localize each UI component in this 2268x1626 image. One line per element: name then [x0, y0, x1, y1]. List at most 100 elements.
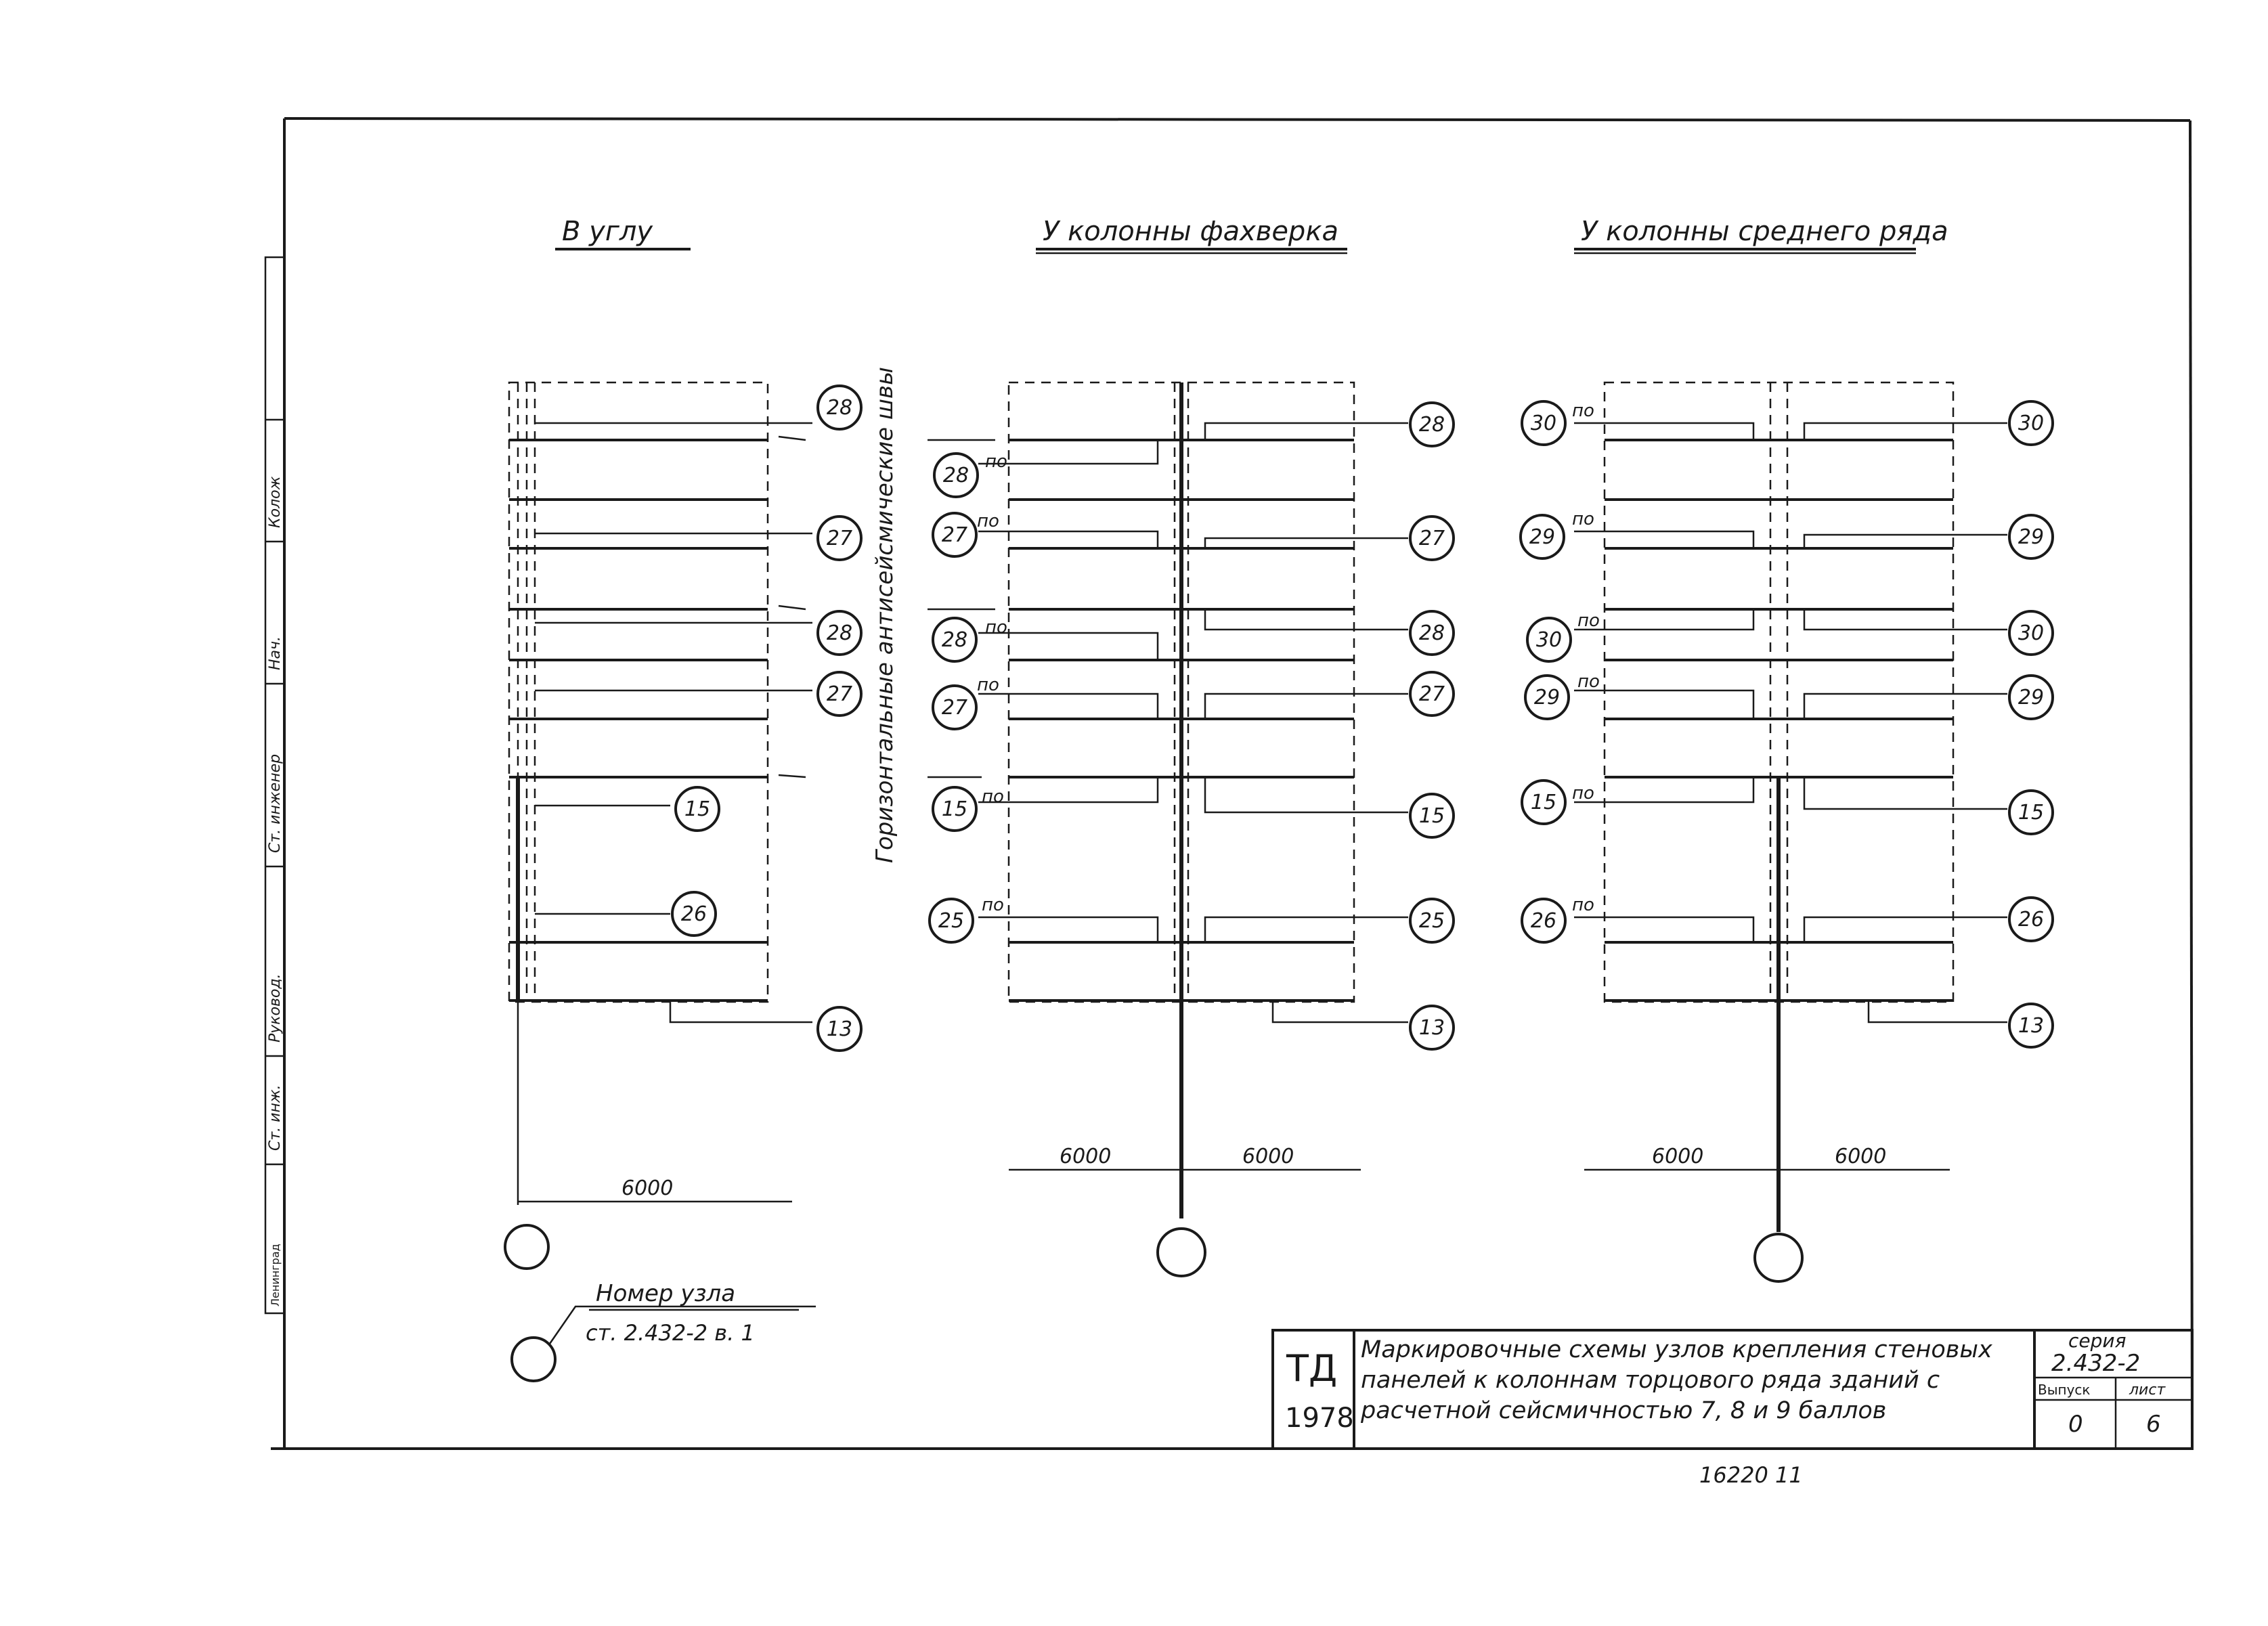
po-label: по	[1577, 611, 1600, 631]
po-label: по	[1572, 783, 1594, 804]
node-bubble: 28	[1409, 401, 1455, 447]
svg-text:15: 15	[684, 797, 710, 821]
svg-text:28: 28	[827, 621, 852, 645]
heading-middle: У колонны среднего ряда	[1581, 216, 1948, 247]
node-bubble: 26	[671, 891, 717, 937]
svg-text:28: 28	[827, 396, 852, 420]
node-bubble: 13	[2008, 1003, 2054, 1049]
po-label: по	[1577, 672, 1600, 692]
svg-text:27: 27	[827, 527, 852, 550]
dimensions: 6000 6000 6000 6000 6000	[621, 1145, 1886, 1200]
node-bubble: 27	[816, 671, 863, 717]
node-bubble: 27	[932, 684, 978, 730]
svg-text:15: 15	[942, 797, 967, 821]
node-bubble: 15	[674, 786, 720, 832]
stamp-role-3: Ст. инженер	[267, 754, 284, 853]
node-bubble: 25	[1409, 898, 1455, 944]
heading-fachwerk: У колонны фахверка	[1043, 216, 1338, 247]
svg-text:27: 27	[1419, 682, 1445, 706]
dim-corner: 6000	[621, 1177, 673, 1200]
node-bubbles: 28 27 28 27 15 26 13 28 27 28 27 15 25 2…	[671, 384, 2054, 1052]
node-bubble: 28	[933, 452, 979, 498]
svg-text:25: 25	[938, 909, 964, 933]
svg-text:30: 30	[2018, 412, 2044, 435]
node-bubble: 27	[932, 512, 978, 558]
legend: Номер узла ст. 2.432-2 в. 1	[510, 1280, 816, 1382]
svg-text:30: 30	[2018, 621, 2044, 645]
sheet-label: лист	[2129, 1382, 2166, 1399]
series-label: серия	[2068, 1330, 2126, 1352]
svg-text:29: 29	[1529, 525, 1555, 549]
sheet-frame	[271, 117, 2194, 1450]
legend-line-2: ст. 2.432-2 в. 1	[586, 1320, 755, 1346]
node-bubble: 27	[816, 515, 863, 561]
svg-text:27: 27	[827, 682, 852, 706]
dim-fachwerk-left: 6000	[1060, 1145, 1111, 1168]
po-label: по	[985, 452, 1007, 472]
title-line-1: Маркировочные схемы узлов крепления стен…	[1361, 1336, 1992, 1363]
dim-middle-right: 6000	[1835, 1145, 1886, 1168]
node-bubble: 27	[1409, 671, 1455, 717]
node-bubble: 26	[2008, 896, 2054, 942]
po-label: по	[982, 895, 1004, 915]
series-value: 2.432-2	[2051, 1350, 2140, 1377]
svg-text:15: 15	[1419, 804, 1445, 828]
title-line-2: панелей к колоннам торцового ряда зданий…	[1361, 1367, 1940, 1394]
node-bubble: 27	[1409, 515, 1455, 561]
title-block: ТД 1978 Маркировочные схемы узлов крепле…	[1271, 1329, 2194, 1450]
scheme-middle	[1574, 381, 2007, 1283]
title-line-3: расчетной сейсмичностью 7, 8 и 9 баллов	[1360, 1397, 1886, 1424]
svg-text:28: 28	[942, 628, 967, 652]
svg-text:13: 13	[827, 1017, 852, 1041]
svg-text:28: 28	[1419, 621, 1445, 645]
node-bubble: 28	[816, 384, 863, 431]
seismic-joints-note: Горизонтальные антисейсмические швы	[871, 367, 898, 863]
scheme-corner	[504, 381, 812, 1270]
po-label: по	[977, 511, 999, 531]
po-label: по	[1572, 509, 1594, 529]
node-bubble: 13	[1409, 1005, 1455, 1051]
title-year: 1978	[1285, 1403, 1354, 1434]
node-bubble: 29	[2008, 514, 2054, 560]
stamp-role-5: Колож	[267, 476, 284, 528]
stamp-role-4: Нач.	[267, 636, 284, 670]
po-label: по	[977, 675, 999, 695]
node-bubble: 30	[1521, 400, 1567, 446]
svg-text:28: 28	[1419, 413, 1445, 437]
node-bubble: 15	[1521, 779, 1567, 825]
po-label: по	[982, 787, 1004, 807]
svg-text:26: 26	[2018, 908, 2044, 931]
node-bubble: 30	[2008, 400, 2054, 446]
dim-middle-left: 6000	[1652, 1145, 1703, 1168]
stamp-role-1: Ст. инж.	[267, 1084, 284, 1151]
svg-text:30: 30	[1531, 412, 1556, 435]
node-bubble: 15	[2008, 789, 2054, 835]
node-bubble: 30	[2008, 610, 2054, 656]
node-bubble: 30	[1526, 617, 1572, 663]
legend-line-1: Номер узла	[596, 1280, 735, 1307]
headings: В углу У колонны фахверка У колонны сред…	[555, 216, 1948, 255]
node-bubble: 15	[932, 786, 978, 832]
node-bubble: 28	[816, 610, 863, 656]
node-bubble: 28	[932, 617, 978, 663]
node-bubble: 15	[1409, 793, 1455, 839]
node-bubble: 29	[1519, 514, 1565, 560]
node-bubble: 29	[2008, 674, 2054, 720]
svg-text:26: 26	[681, 902, 707, 926]
org-letters: ТД	[1286, 1347, 1337, 1390]
svg-text:27: 27	[942, 696, 967, 720]
po-label: по	[985, 617, 1007, 638]
bottom-code: 16220 11	[1699, 1462, 1803, 1488]
sheet-value: 6	[2146, 1411, 2161, 1438]
svg-text:13: 13	[1419, 1016, 1445, 1040]
issue-label: Выпуск	[2038, 1382, 2091, 1398]
node-bubble: 26	[1521, 898, 1567, 944]
svg-text:27: 27	[1419, 527, 1445, 550]
svg-text:28: 28	[943, 464, 969, 487]
scheme-fachwerk	[928, 381, 1408, 1277]
svg-text:29: 29	[1534, 686, 1560, 709]
dim-fachwerk-right: 6000	[1242, 1145, 1294, 1168]
svg-text:26: 26	[1531, 909, 1556, 933]
svg-text:27: 27	[942, 523, 967, 547]
